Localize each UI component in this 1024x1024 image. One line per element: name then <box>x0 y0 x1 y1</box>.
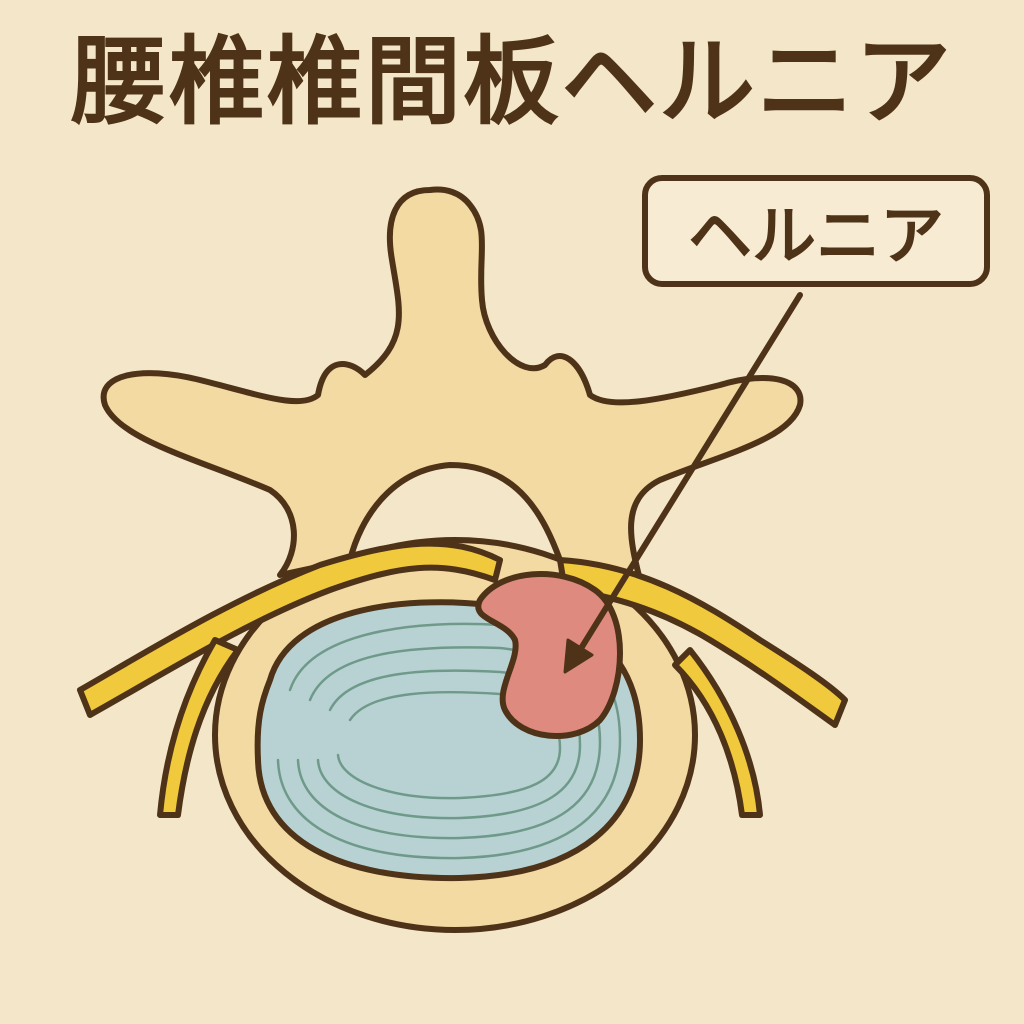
nerve-root-left <box>77 540 503 718</box>
nerve-branch-left <box>157 637 241 818</box>
nerve-root-right <box>557 557 848 728</box>
herniation-callout-label: ヘルニア <box>642 175 990 287</box>
callout-arrowhead <box>563 638 594 674</box>
vertebral-arch <box>100 186 804 583</box>
page-title: 腰椎椎間板ヘルニア <box>71 26 953 138</box>
callout-arrow-line <box>577 292 803 653</box>
disc-annulus-rings <box>276 622 622 860</box>
nerve-branch-right <box>672 647 763 818</box>
herniated-nucleus <box>475 571 623 739</box>
